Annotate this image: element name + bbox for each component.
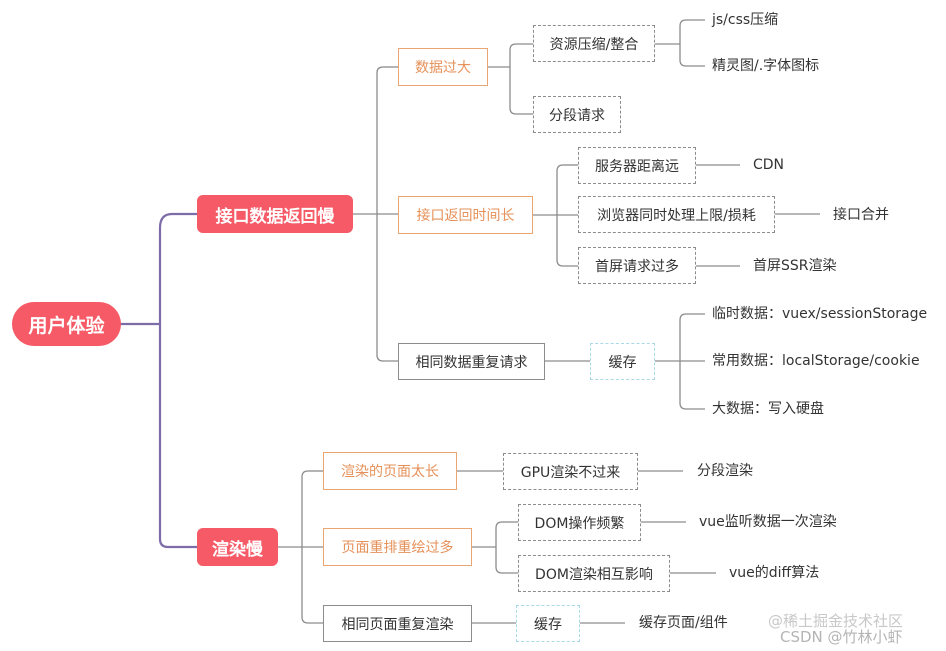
page-too-long-node: 渲染的页面太长 [323, 452, 457, 490]
dom-render-node: DOM渲染相互影响 [518, 555, 670, 592]
leaf-common-data: 常用数据：localStorage/cookie [712, 353, 920, 369]
leaf-segment-render: 分段渲染 [697, 463, 753, 479]
repeat-request-node: 相同数据重复请求 [398, 343, 545, 380]
watermark-csdn: CSDN @竹林小虾 [780, 628, 903, 646]
long-response-node: 接口返回时间长 [398, 196, 533, 234]
watermark-juejin: @稀土掘金技术社区 [768, 612, 904, 630]
leaf-sprite-font-icon: 精灵图/.字体图标 [712, 58, 820, 74]
root-node: 用户体验 [12, 302, 121, 346]
leaf-temp-data: 临时数据：vuex/sessionStorage [712, 306, 928, 322]
api-slow-node: 接口数据返回慢 [197, 195, 353, 233]
leaf-ssr-render: 首屏SSR渲染 [753, 258, 837, 274]
leaf-cache-page: 缓存页面/组件 [639, 615, 728, 631]
browser-limit-node: 浏览器同时处理上限/损耗 [578, 196, 775, 233]
render-slow-node: 渲染慢 [197, 528, 278, 566]
resource-compress-node: 资源压缩/整合 [533, 25, 655, 62]
leaf-js-css-compress: js/css压缩 [712, 12, 779, 28]
first-screen-node: 首屏请求过多 [578, 247, 696, 284]
leaf-big-data: 大数据：写入硬盘 [712, 401, 824, 417]
dom-ops-node: DOM操作频繁 [518, 504, 641, 541]
data-too-large-node: 数据过大 [398, 48, 488, 86]
cache-node-render: 缓存 [516, 605, 580, 642]
leaf-api-merge: 接口合并 [833, 207, 889, 223]
leaf-vue-watch: vue监听数据一次渲染 [699, 514, 837, 530]
gpu-node: GPU渲染不过来 [503, 453, 638, 490]
segment-request-node: 分段请求 [533, 96, 621, 133]
repeat-render-node: 相同页面重复渲染 [323, 605, 472, 642]
leaf-cdn: CDN [753, 157, 785, 173]
leaf-vue-diff: vue的diff算法 [729, 565, 820, 581]
server-far-node: 服务器距离远 [578, 147, 696, 184]
reflow-node: 页面重排重绘过多 [323, 528, 472, 566]
cache-node-data: 缓存 [590, 343, 655, 380]
